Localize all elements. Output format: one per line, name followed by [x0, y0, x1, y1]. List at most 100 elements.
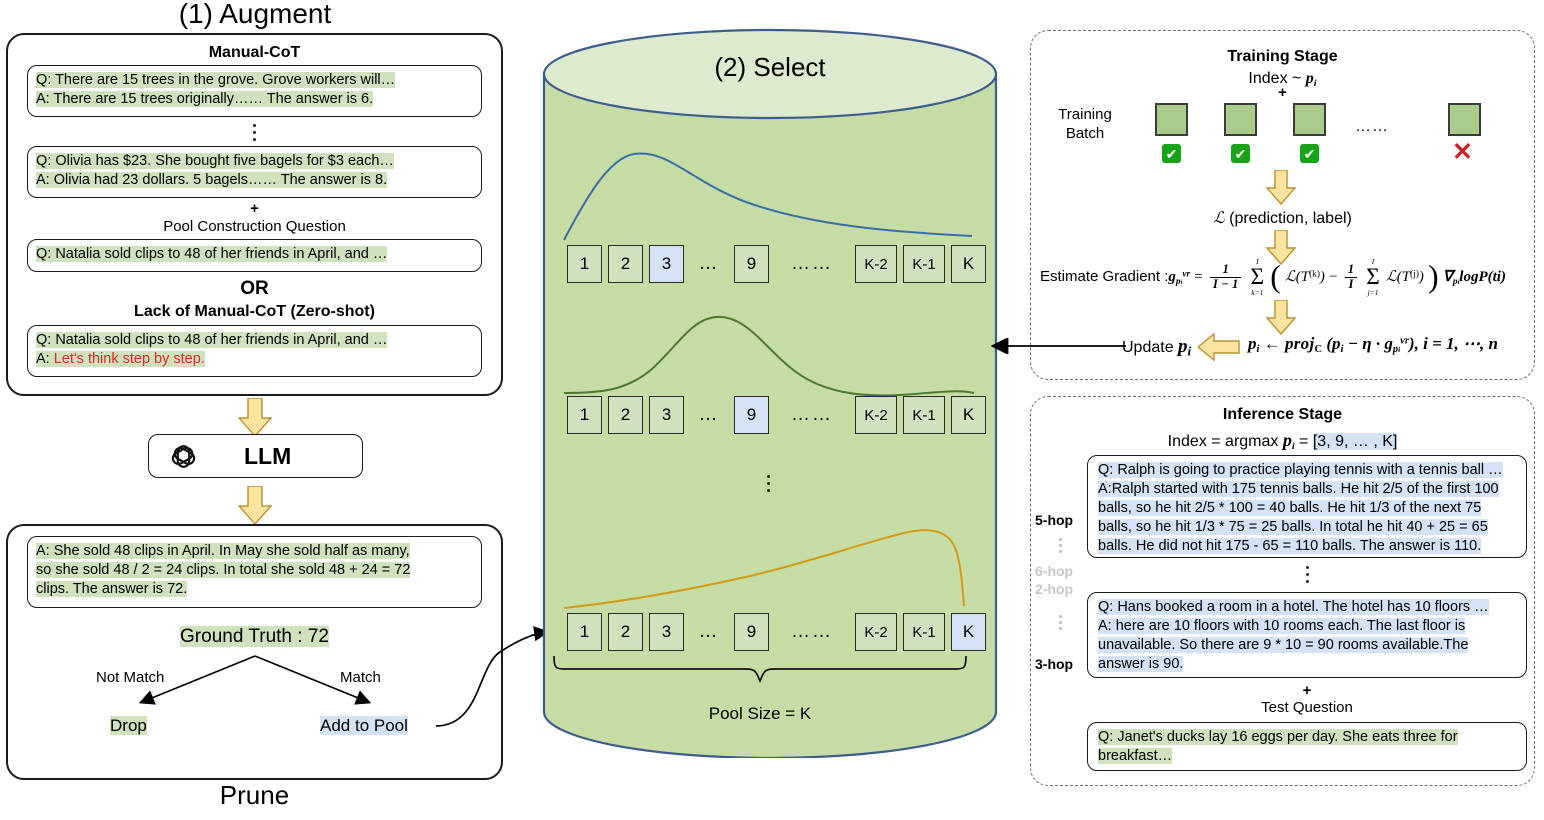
example-5hop-line-5: balls. He did not hit 175 - 65 = 110 bal…	[1098, 538, 1482, 554]
pool-item-2[interactable]: 2	[608, 613, 643, 651]
update-label-row: Update pi	[1122, 336, 1192, 359]
zero-shot-question: Q: Natalia sold clips to 48 of her frien…	[36, 332, 388, 348]
pool-item-k-selected[interactable]: K	[951, 613, 986, 651]
example-5hop-line-4: balls, so he hit 1/3 * 75 = 25 balls. In…	[1098, 519, 1488, 535]
pool-item-k-2[interactable]: K-2	[855, 245, 897, 283]
check-icon-3: ✔	[1300, 144, 1319, 163]
zero-shot-label: Lack of Manual-CoT (Zero-shot)	[134, 303, 375, 320]
example-5hop-line-3: balls, so he hit 2/5 * 100 = 40 balls. H…	[1098, 500, 1482, 516]
pool-row-3-dots-a: …	[698, 621, 720, 642]
training-batch-square-1	[1155, 103, 1188, 136]
arrow-down-to-prune	[237, 486, 273, 526]
arrow-down-to-llm	[237, 398, 273, 438]
training-batch-square-n	[1448, 103, 1481, 136]
answer-line-2: so she sold 48 / 2 = 24 clips. In total …	[36, 562, 411, 578]
not-match-label: Not Match	[96, 669, 165, 686]
ground-truth-label: Ground Truth : 72	[180, 626, 329, 647]
test-question-line-1: Q: Janet's ducks lay 16 eggs per day. Sh…	[1098, 729, 1458, 745]
inference-example-3hop: Q: Hans booked a room in a hotel. The ho…	[1087, 592, 1527, 678]
example-3hop-line-1: Q: Hans booked a room in a hotel. The ho…	[1098, 599, 1489, 615]
pool-item-2[interactable]: 2	[608, 396, 643, 434]
pool-item-2[interactable]: 2	[608, 245, 643, 283]
pool-item-k-2[interactable]: K-2	[855, 396, 897, 434]
inference-examples-ellipsis	[1305, 566, 1309, 583]
pool-row-2-dots-b: ……	[791, 404, 833, 425]
augment-vertical-ellipsis	[252, 124, 256, 141]
training-index-line: Index ~ pi	[1030, 70, 1535, 89]
pool-item-k[interactable]: K	[951, 245, 986, 283]
manual-cot-label: Manual-CoT	[208, 44, 301, 61]
add-to-pool-label[interactable]: Add to Pool	[320, 716, 408, 735]
augment-plus-1: +	[250, 200, 259, 217]
training-batch-label: Training Batch	[1040, 105, 1130, 143]
training-stage-title: Training Stage	[1227, 48, 1338, 65]
pool-item-9-selected[interactable]: 9	[734, 396, 769, 434]
pool-item-9[interactable]: 9	[734, 613, 769, 651]
pool-item-k-2[interactable]: K-2	[855, 613, 897, 651]
drop-label: Drop	[110, 716, 147, 735]
pool-item-3[interactable]: 3	[649, 613, 684, 651]
pool-item-3[interactable]: 3	[649, 396, 684, 434]
prune-footer-label: Prune	[219, 780, 290, 810]
pool-item-k-1[interactable]: K-1	[903, 245, 945, 283]
training-plus: +	[1278, 84, 1287, 101]
prune-branch-arrows	[138, 655, 372, 705]
llm-label: LLM	[244, 442, 292, 469]
inference-index-symbol: p	[1282, 430, 1292, 450]
zero-shot-answer: A: Let's think step by step.	[36, 351, 205, 367]
update-equation: pi ← projC (pi − η · gpivr), i = 1, ⋯, n	[1248, 334, 1498, 355]
hop-label-2: 2-hop	[1035, 581, 1074, 597]
example-3hop-line-2: A: here are 10 floors with 10 rooms each…	[1098, 618, 1466, 634]
or-label: OR	[240, 278, 269, 299]
zero-shot-example: Q: Natalia sold clips to 48 of her frien…	[27, 325, 482, 377]
augment-title: (1) Augment	[178, 0, 332, 29]
openai-logo-icon	[171, 444, 196, 468]
training-batch-square-3	[1293, 103, 1326, 136]
pool-row-3-dots-b: ……	[791, 621, 833, 642]
training-index-symbol: p	[1305, 70, 1314, 87]
example-5hop-line-2: A:Ralph started with 175 tennis balls. H…	[1098, 481, 1499, 497]
llm-output-answer-card: A: She sold 48 clips in April. In May sh…	[27, 536, 482, 608]
test-question-card: Q: Janet's ducks lay 16 eggs per day. Sh…	[1087, 722, 1527, 771]
update-feedback-arrow	[990, 338, 1126, 354]
training-batch-label-line1: Training	[1058, 106, 1112, 123]
add-to-pool-outcome[interactable]: Add to Pool	[320, 716, 408, 736]
training-index-sub: i	[1313, 77, 1317, 89]
pool-cylinder	[542, 28, 998, 758]
pool-item-k-1[interactable]: K-1	[903, 613, 945, 651]
pool-size-brace	[553, 655, 967, 684]
example-1-question: Q: There are 15 trees in the grove. Grov…	[36, 72, 396, 88]
pool-item-k-1[interactable]: K-1	[903, 396, 945, 434]
training-batch-dots: ……	[1355, 118, 1389, 135]
hop-label-3: 3-hop	[1035, 656, 1074, 672]
pool-row-1-dots-b: ……	[791, 253, 833, 274]
inference-plus: +	[1302, 682, 1312, 699]
hop-ellipsis-bottom	[1058, 615, 1062, 630]
estimate-gradient-label: Estimate Gradient :	[1040, 268, 1169, 286]
loss-label: (prediction, label)	[1229, 210, 1352, 227]
arrow-down-to-update	[1265, 300, 1297, 336]
loss-symbol: ℒ	[1213, 210, 1225, 227]
update-left-arrow-icon	[1198, 332, 1240, 362]
pool-vertical-ellipsis	[766, 475, 770, 492]
pool-item-k[interactable]: K	[951, 396, 986, 434]
pool-item-1[interactable]: 1	[567, 245, 602, 283]
check-icon-2: ✔	[1231, 144, 1250, 163]
pool-item-9[interactable]: 9	[734, 245, 769, 283]
pool-construction-label: Pool Construction Question	[163, 218, 346, 235]
example-2-question: Q: Olivia has $23. She bought five bagel…	[36, 153, 394, 169]
pool-item-1[interactable]: 1	[567, 613, 602, 651]
pool-row-1-dots-a: …	[698, 253, 720, 274]
pool-item-1[interactable]: 1	[567, 396, 602, 434]
test-question-line-2: breakfast…	[1098, 748, 1173, 764]
pool-item-3-selected[interactable]: 3	[649, 245, 684, 283]
inference-index-sub: i	[1291, 440, 1295, 452]
inference-stage-title: Inference Stage	[1222, 406, 1343, 423]
example-3hop-line-4: answer is 90.	[1098, 656, 1184, 672]
pool-row-2-dots-a: …	[698, 404, 720, 425]
inference-index-line: Index = argmax pi = [3, 9, … , K]	[1030, 430, 1535, 452]
ground-truth-row: Ground Truth : 72	[6, 626, 503, 648]
example-2-answer: A: Olivia had 23 dollars. 5 bagels…… The…	[36, 172, 388, 188]
cross-icon: ✕	[1452, 138, 1473, 166]
hop-label-5: 5-hop	[1035, 512, 1074, 528]
